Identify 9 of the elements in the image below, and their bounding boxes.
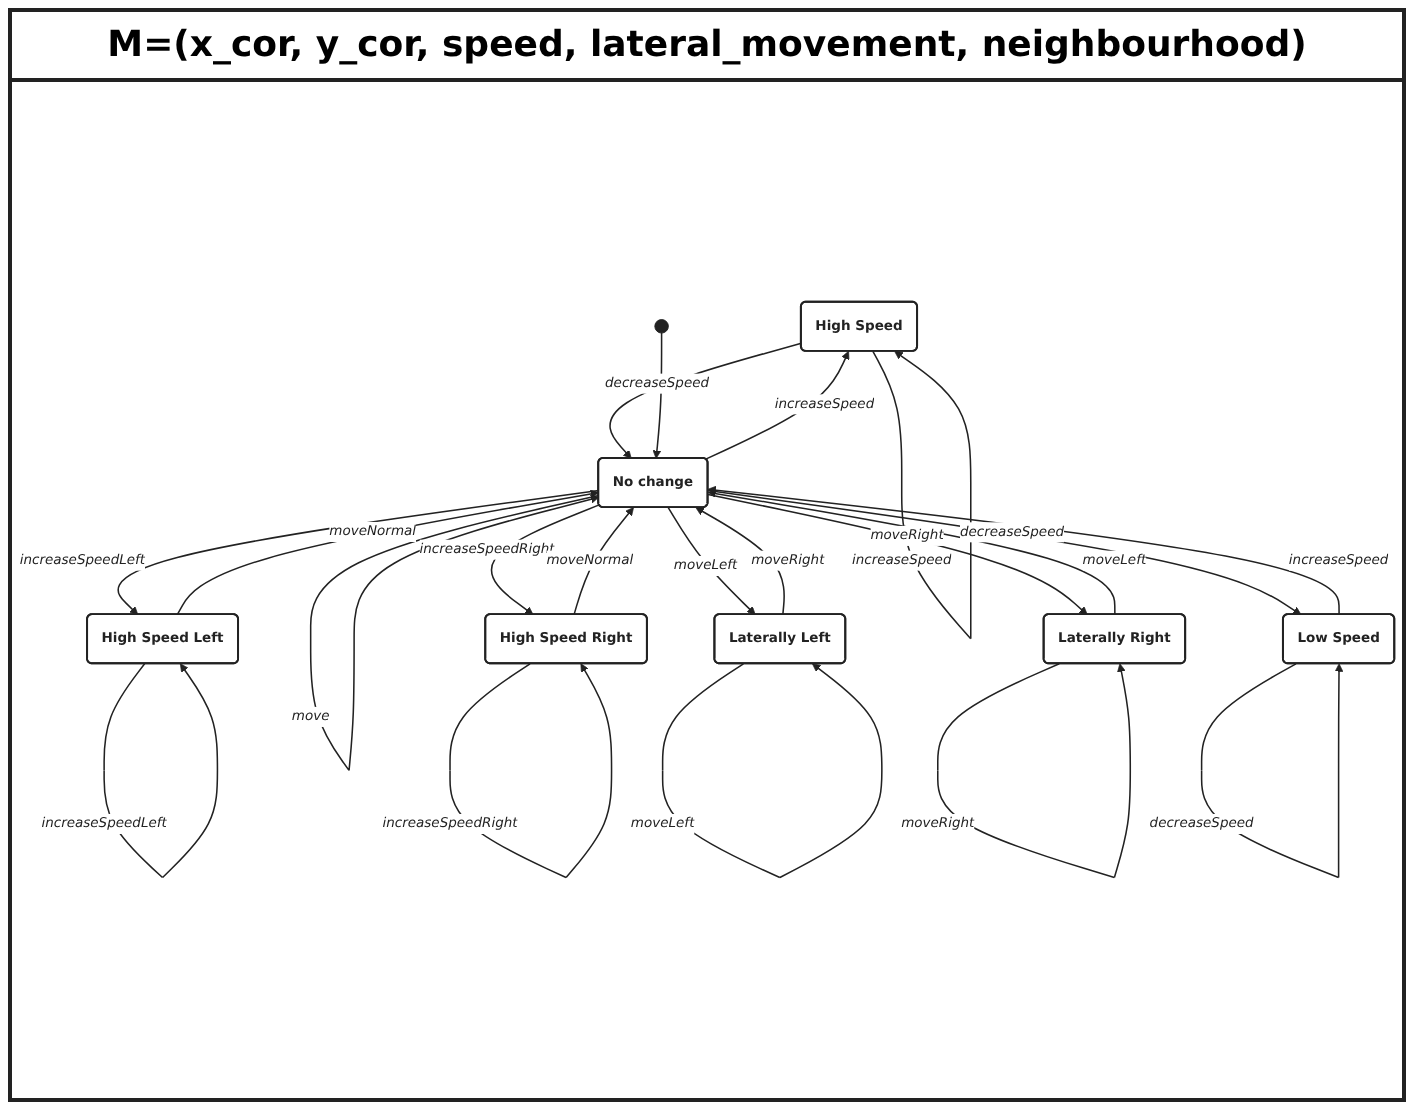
diagram-title: M=(x_cor, y_cor, speed, lateral_movement, neighbourhood) bbox=[12, 12, 1402, 82]
initial-state-dot bbox=[654, 319, 669, 334]
transition-arrow bbox=[309, 495, 600, 772]
transition-arrow bbox=[872, 350, 972, 640]
transition-arrow bbox=[661, 663, 883, 879]
transition-arrow bbox=[937, 663, 1132, 879]
transition-arrow bbox=[1200, 663, 1344, 879]
transition-arrow bbox=[449, 663, 613, 879]
transition-arrow bbox=[103, 663, 219, 879]
